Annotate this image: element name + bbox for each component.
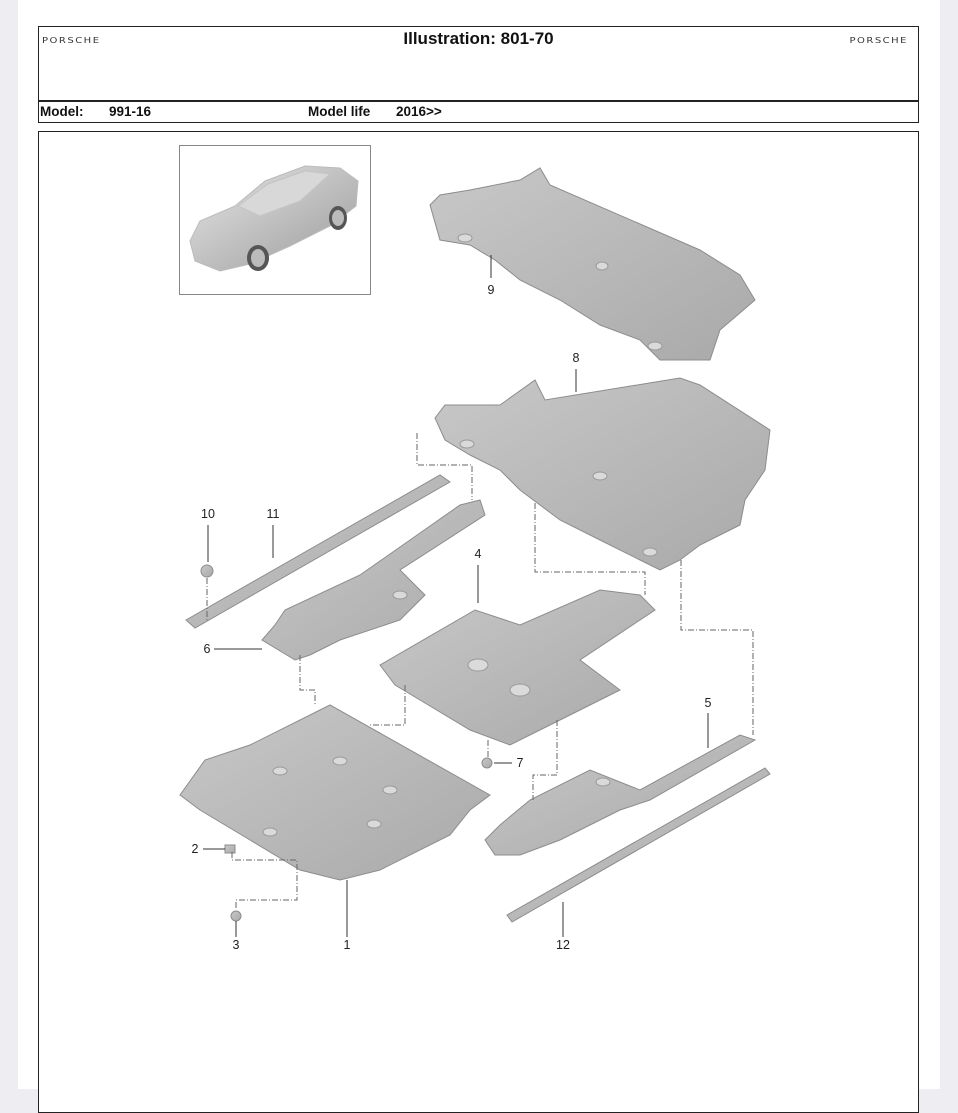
part-11-side-strip	[185, 474, 451, 629]
model-value: 991-16	[109, 104, 152, 119]
vehicle-thumbnail	[179, 145, 371, 295]
callout-2[interactable]: 2	[191, 842, 199, 856]
part-9-front-panel	[429, 167, 756, 361]
callout-5[interactable]: 5	[704, 696, 712, 710]
callout-6[interactable]: 6	[203, 642, 211, 656]
model-life-value: 2016>>	[396, 104, 442, 119]
callout-12[interactable]: 12	[556, 938, 570, 952]
part-10-nut	[200, 564, 214, 578]
callout-10[interactable]: 10	[201, 507, 215, 521]
part-6-side-panel	[261, 499, 486, 661]
model-label: Model:	[40, 104, 84, 119]
callout-4[interactable]: 4	[474, 547, 482, 561]
part-3-screw	[230, 910, 242, 922]
part-4-center-panel	[379, 589, 656, 746]
part-5-side-panel	[484, 734, 757, 856]
part-12-side-strip	[506, 767, 771, 923]
callout-1[interactable]: 1	[343, 938, 351, 952]
header-box: PORSCHE Illustration: 801-70 PORSCHE	[38, 26, 919, 101]
part-2-clip	[224, 844, 236, 854]
car-icon	[189, 165, 359, 272]
model-life-label: Model life	[308, 104, 371, 119]
model-row: Model: 991-16 Model life 2016>>	[38, 101, 919, 123]
part-7-nut	[481, 757, 493, 769]
porsche-logo-left: PORSCHE	[42, 37, 101, 46]
exploded-parts-diagram	[179, 167, 771, 937]
part-1-rear-panel	[179, 704, 491, 881]
callout-7[interactable]: 7	[516, 756, 524, 770]
callout-8[interactable]: 8	[572, 351, 580, 365]
page-title: Illustration: 801-70	[403, 29, 554, 48]
callout-9[interactable]: 9	[487, 283, 495, 297]
callout-3[interactable]: 3	[232, 938, 240, 952]
callout-11[interactable]: 11	[266, 507, 280, 521]
porsche-logo-right: PORSCHE	[849, 37, 908, 46]
